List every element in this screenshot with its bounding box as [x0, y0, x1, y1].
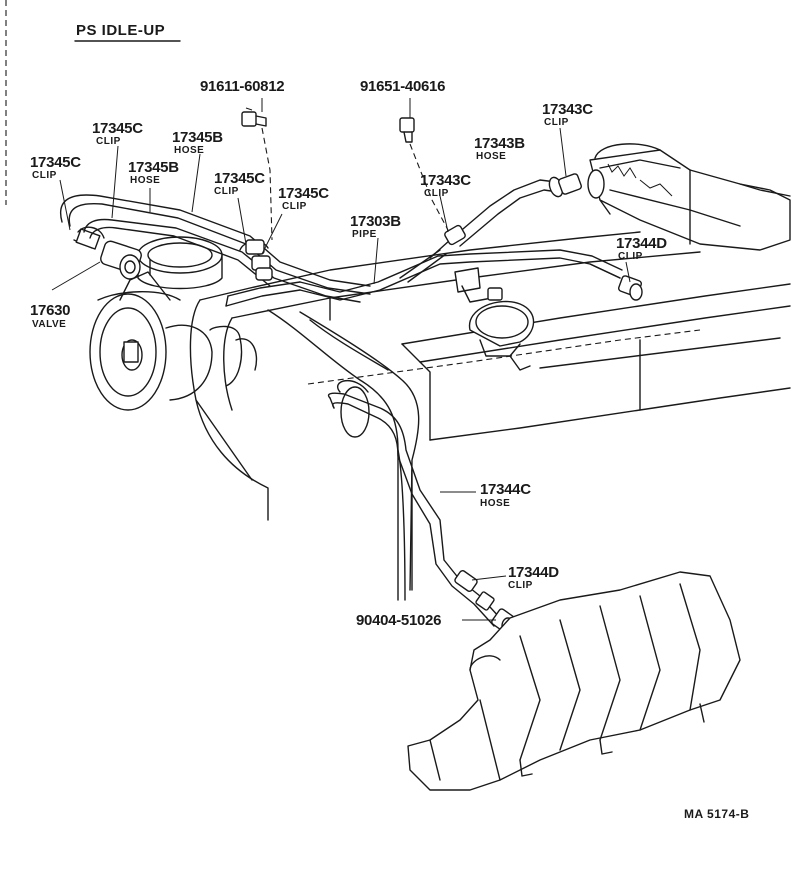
label-valve-17630: 17630 [30, 302, 70, 319]
vacuum-valve [73, 226, 142, 280]
label-hose-17345b-a: 17345B [172, 129, 223, 146]
clip-17344d-top [589, 263, 643, 301]
pipe-17303b [299, 239, 623, 303]
label-clip-17343c-type: CLIP [544, 117, 569, 128]
label-clip-17345c-b-type: CLIP [32, 170, 57, 181]
engine-block [189, 231, 791, 601]
label-clip-17345c-d: 17345C [278, 185, 329, 202]
label-hose-17344c-type: HOSE [480, 498, 510, 509]
hose-17343b [444, 173, 582, 247]
label-hose-17345b-a-type: HOSE [174, 145, 204, 156]
label-clip-17344d-b: 17344D [508, 564, 559, 581]
label-clip-17345c-a-type: CLIP [96, 136, 121, 147]
label-union-90404: 90404-51026 [356, 612, 441, 629]
label-clip-17345c-d-type: CLIP [282, 201, 307, 212]
leader-lines [51, 98, 631, 621]
label-bolt-91611: 91611-60812 [200, 78, 284, 95]
label-hose-17343b: 17343B [474, 135, 525, 152]
ps-pump [89, 236, 223, 411]
label-pipe-17303b-type: PIPE [352, 229, 377, 240]
bolt-91611 [241, 107, 267, 127]
label-clip-17345c-a: 17345C [92, 120, 143, 137]
bolt-91651 [399, 117, 415, 143]
label-bolt-91651: 91651-40616 [360, 78, 445, 95]
label-clip-17343c-b: 17343C [420, 172, 471, 189]
label-clip-17343c: 17343C [542, 101, 593, 118]
hose-bundle [60, 194, 371, 307]
diagram-title: PS IDLE-UP [76, 22, 165, 39]
label-clip-17343c-b-type: CLIP [424, 188, 449, 199]
label-hose-17344c: 17344C [480, 481, 531, 498]
label-hose-17343b-type: HOSE [476, 151, 506, 162]
label-clip-17344d-a: 17344D [616, 235, 667, 252]
label-hose-17345b-b: 17345B [128, 159, 179, 176]
diagram-code: MA 5174-B [684, 807, 749, 821]
label-clip-17344d-a-type: CLIP [618, 251, 643, 262]
label-pipe-17303b: 17303B [350, 213, 401, 230]
oil-filler-cap [468, 300, 535, 371]
label-clip-17345c-c: 17345C [214, 170, 265, 187]
label-clip-17344d-b-type: CLIP [508, 580, 533, 591]
label-clip-17345c-c-type: CLIP [214, 186, 239, 197]
hose-17344c [327, 392, 501, 627]
air-cleaner [587, 143, 791, 251]
label-clip-17345c-b: 17345C [30, 154, 81, 171]
intake-manifold [407, 571, 741, 791]
label-valve-17630-type: VALVE [32, 319, 66, 330]
label-hose-17345b-b-type: HOSE [130, 175, 160, 186]
